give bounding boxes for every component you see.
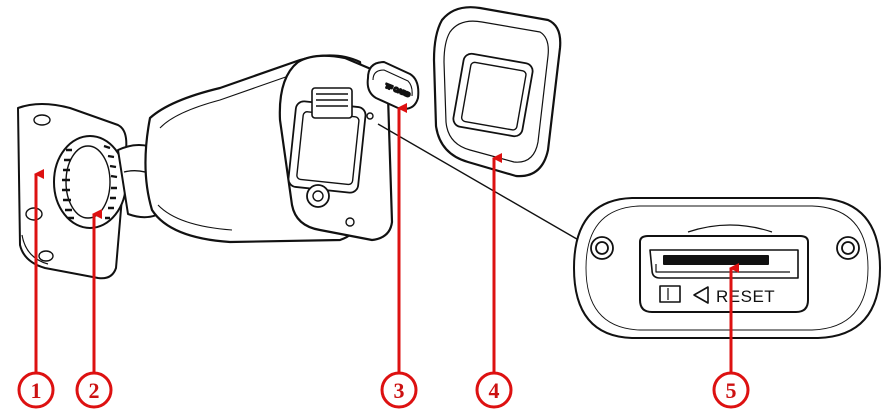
callout-number-3: 3: [394, 378, 405, 403]
callout-badge-4: 4: [475, 371, 513, 409]
screw-left: [590, 236, 614, 260]
tf-card-slot: [663, 255, 769, 265]
reset-label: RESET: [716, 287, 775, 306]
callout-number-2: 2: [89, 378, 100, 403]
tf-card-cover: TF CARD: [366, 61, 420, 110]
callout-number-5: 5: [726, 378, 737, 403]
locking-ring: [53, 135, 127, 229]
lens-cover: [432, 6, 562, 178]
callout-badge-3: 3: [380, 371, 418, 409]
reset-button: [659, 285, 681, 303]
callout-number-4: 4: [489, 378, 500, 403]
card-slot-housing: RESET: [639, 235, 809, 313]
callout-number-1: 1: [31, 378, 42, 403]
camera-front: [278, 54, 394, 242]
callout-badge-2: 2: [75, 371, 113, 409]
callout-arrows: [34, 103, 739, 372]
callout-badge-5: 5: [712, 371, 750, 409]
arrow-left-icon: [693, 286, 709, 304]
callout-badge-1: 1: [17, 371, 55, 409]
detail-leader-line: [377, 123, 583, 243]
screw-right: [836, 236, 860, 260]
slot-detail-panel: RESET: [572, 197, 882, 339]
